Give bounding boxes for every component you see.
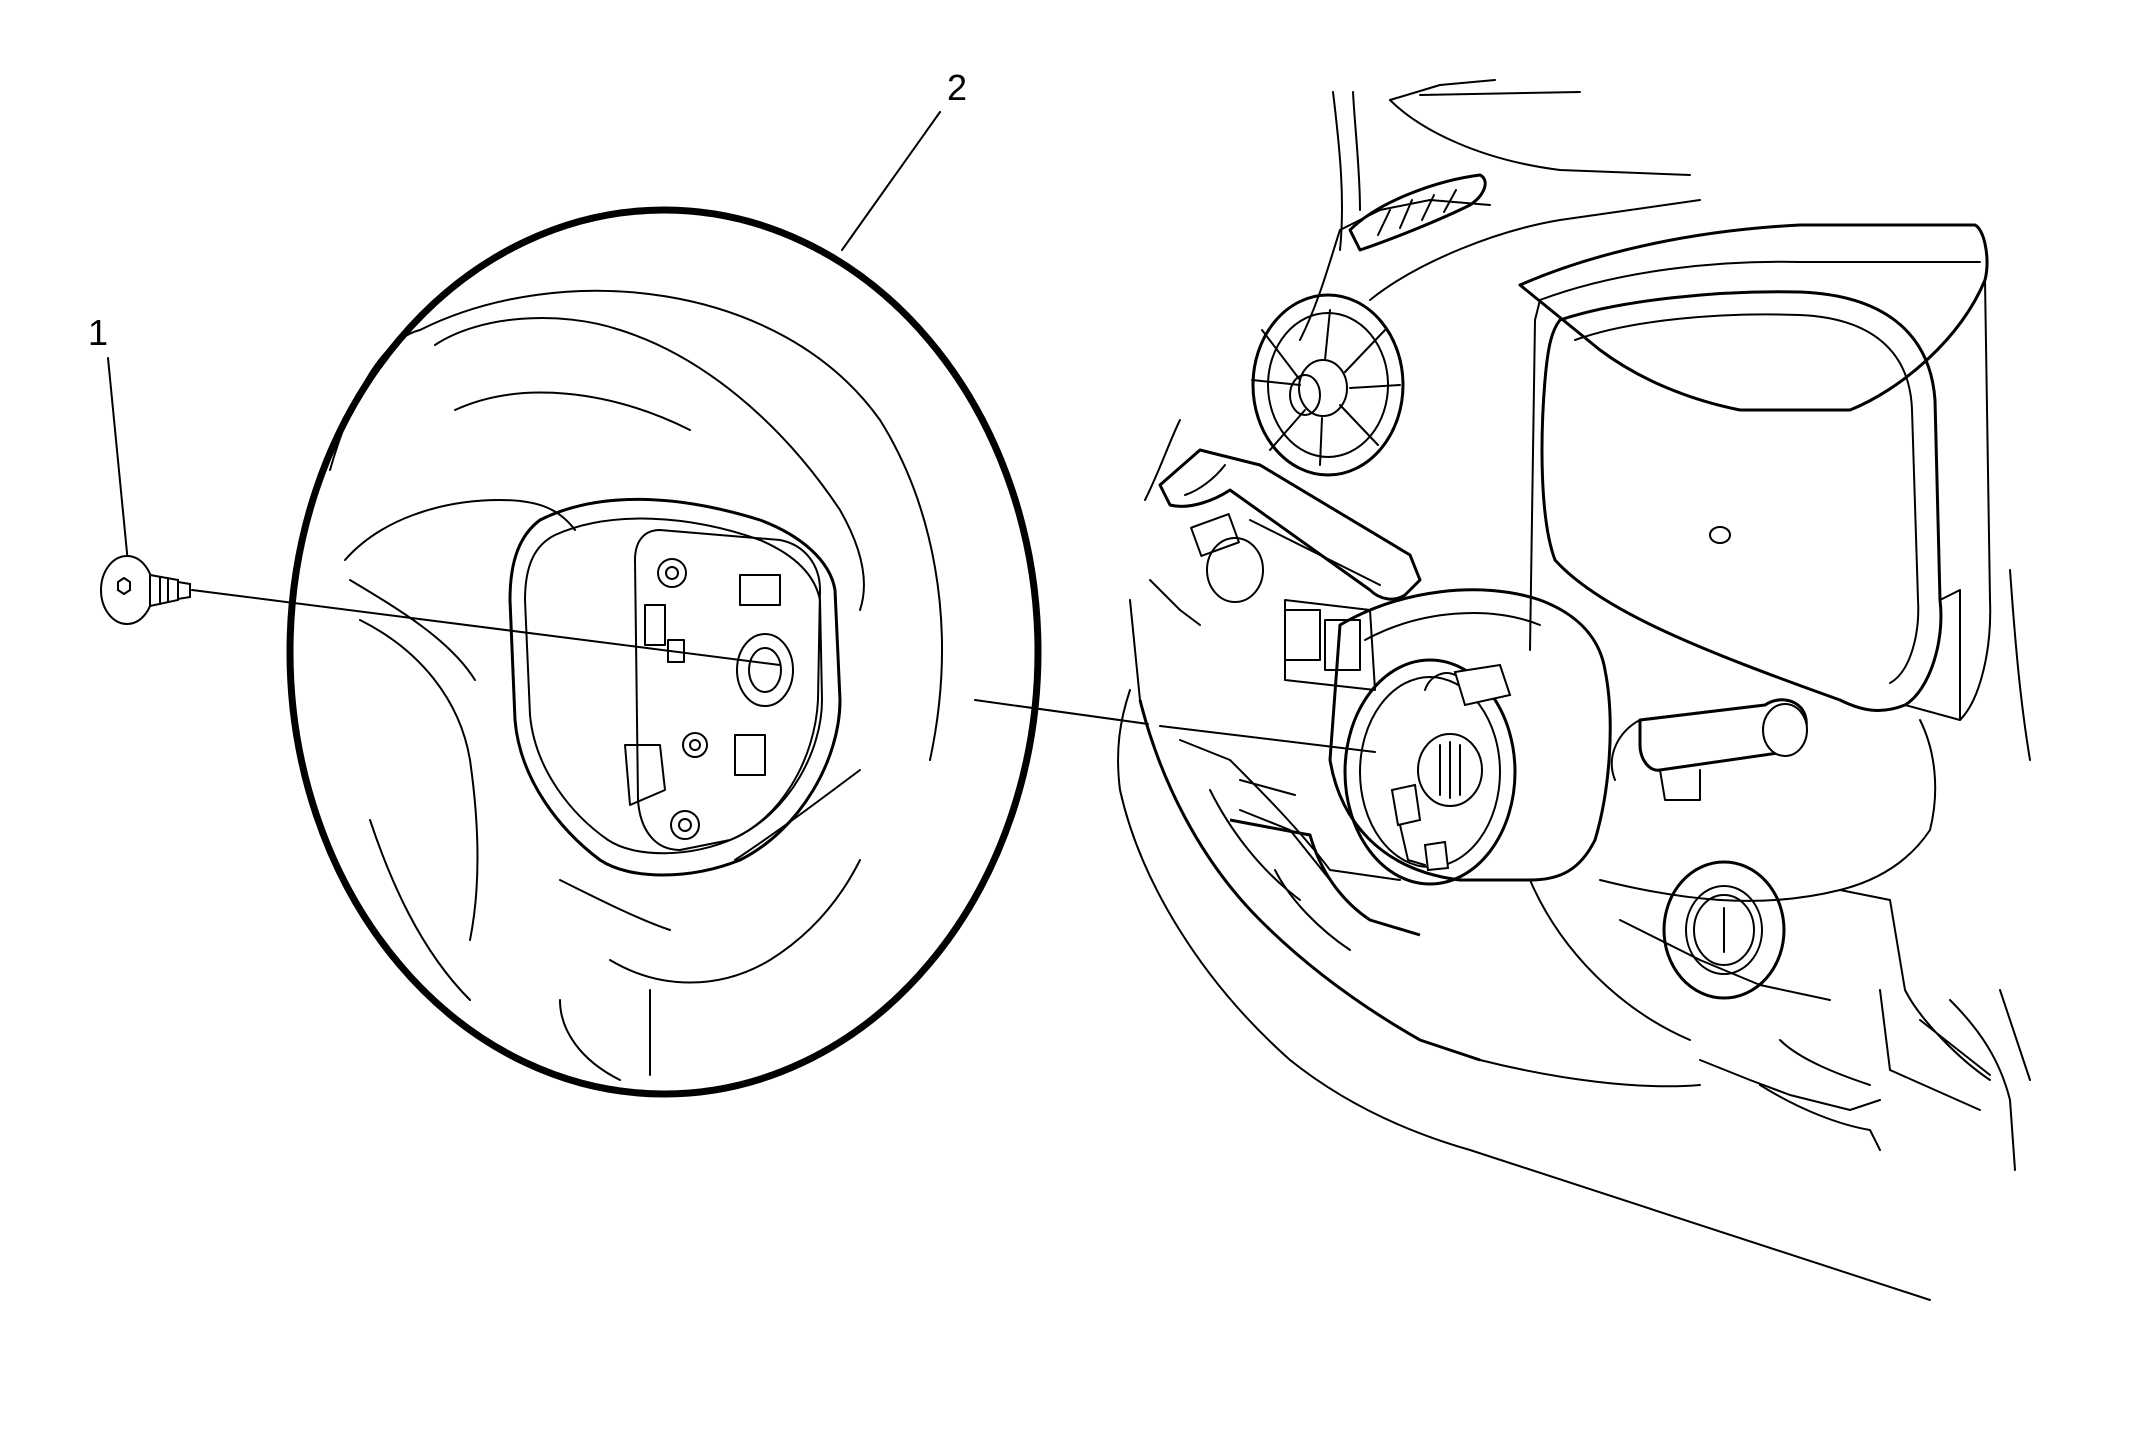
steering-wheel-icon bbox=[286, 206, 1042, 1098]
callout-1-label: 1 bbox=[88, 312, 108, 353]
callout-2-label: 2 bbox=[947, 67, 967, 108]
screw-alignment-line bbox=[191, 589, 781, 666]
callout-2-leader bbox=[841, 111, 941, 251]
instrument-panel-icon bbox=[1117, 79, 2031, 1301]
wheel-alignment-line-2 bbox=[1159, 725, 1376, 753]
wheel-alignment-line bbox=[974, 699, 1149, 725]
callout-2-group: 2 bbox=[841, 67, 967, 251]
screw-icon bbox=[100, 555, 191, 625]
explode-lines bbox=[191, 589, 1376, 753]
callout-1-leader bbox=[107, 357, 129, 564]
callout-1-group: 1 bbox=[88, 312, 129, 564]
